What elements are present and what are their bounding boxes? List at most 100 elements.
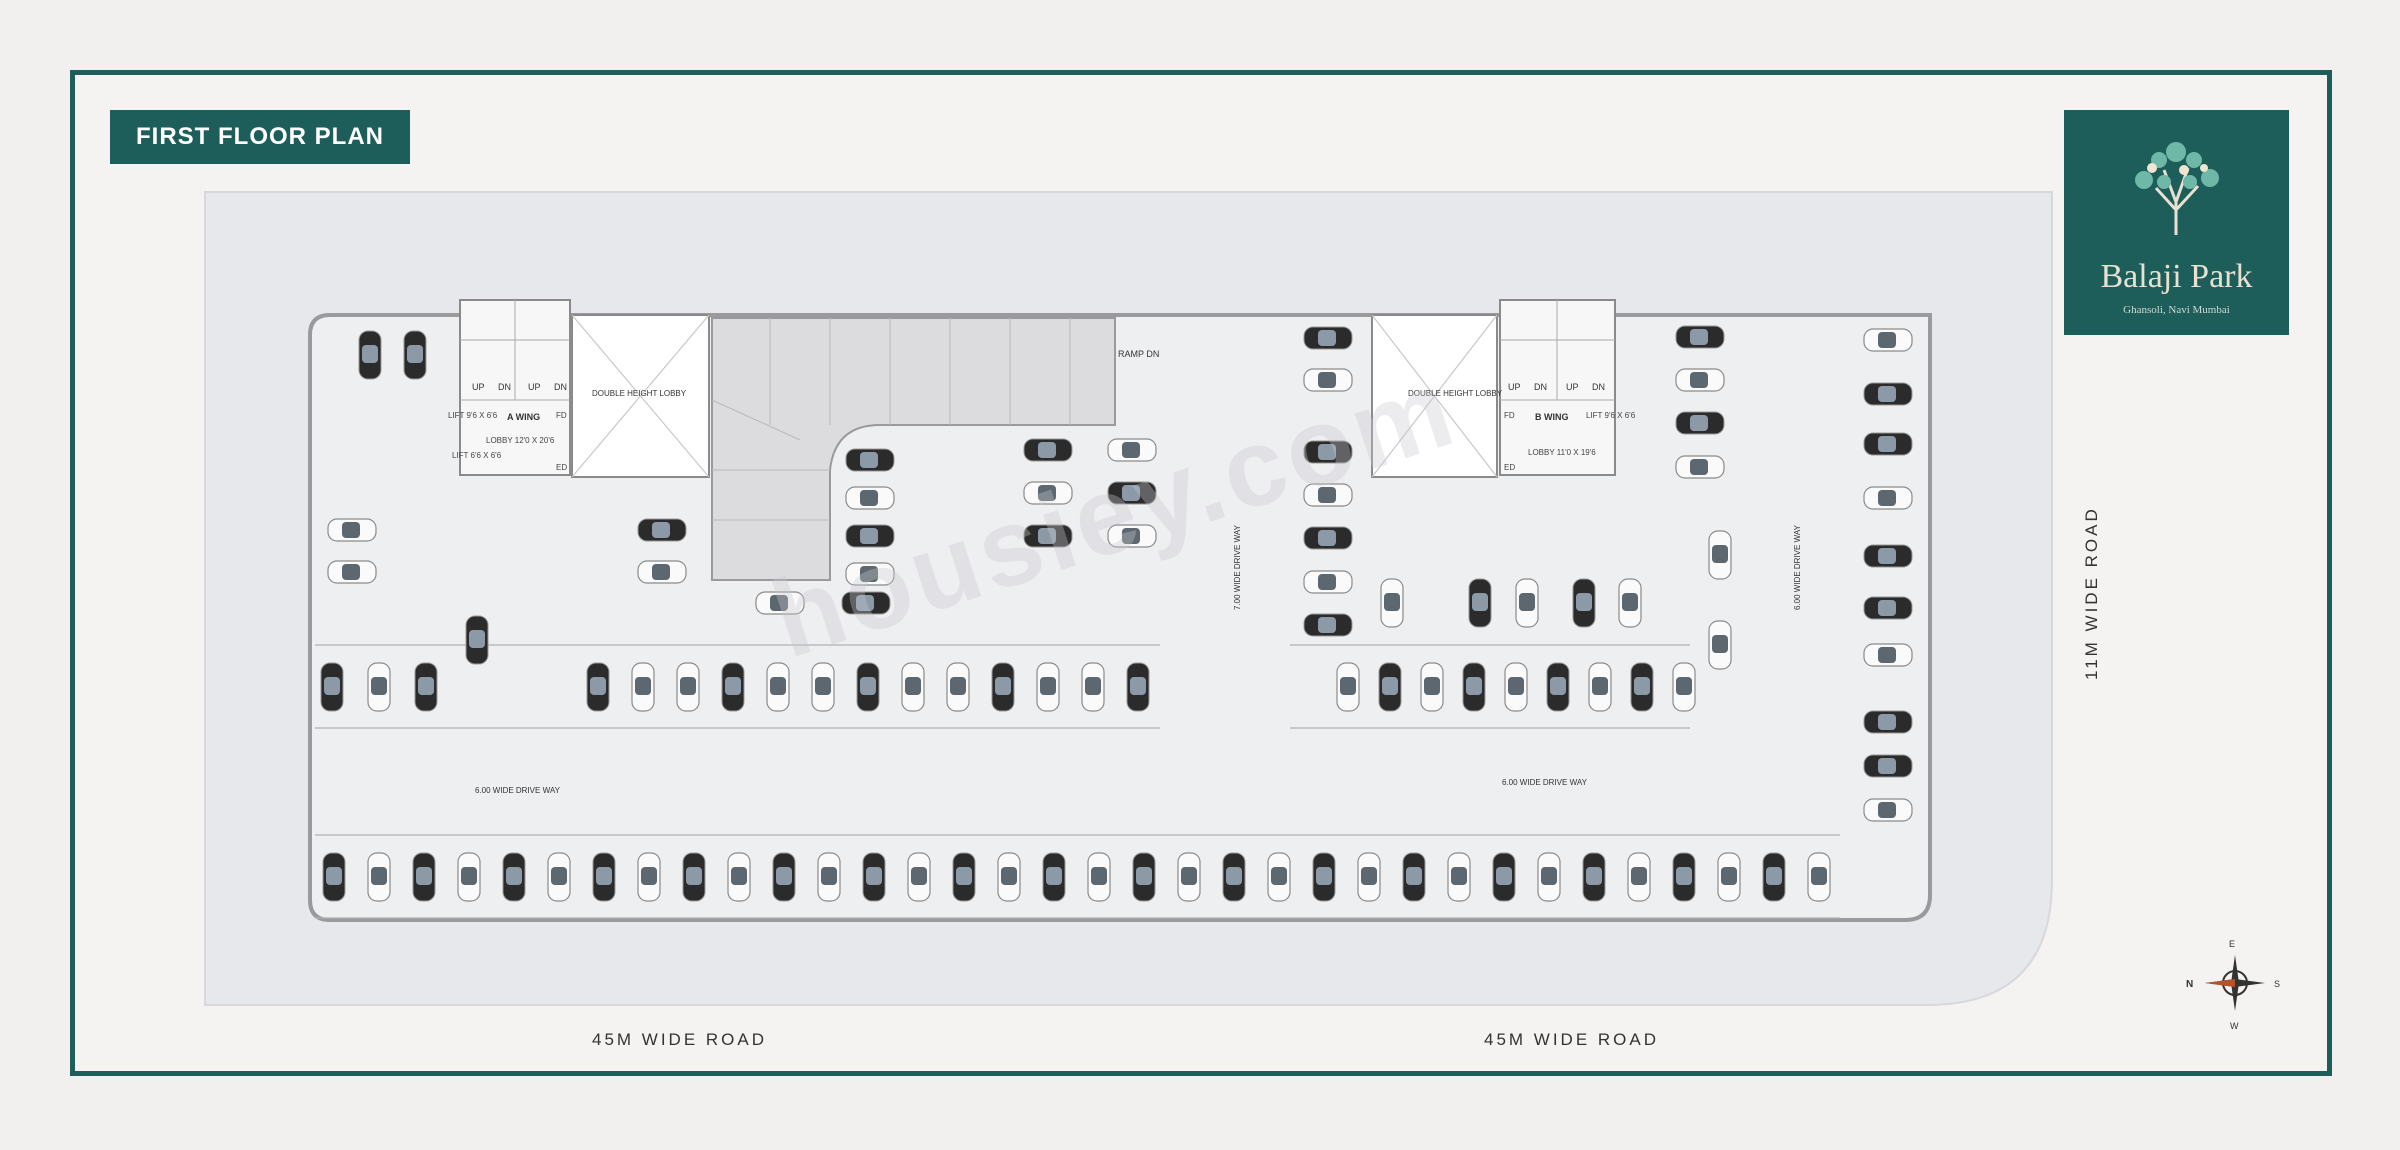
parked-car	[1863, 754, 1913, 778]
parked-car	[727, 852, 751, 902]
parked-car	[1537, 852, 1561, 902]
parked-car	[1126, 662, 1150, 712]
brand-location: Ghansoli, Navi Mumbai	[2123, 304, 2230, 316]
road-label-right: 11M WIDE ROAD	[2082, 506, 2101, 680]
parked-car	[1675, 411, 1725, 435]
parked-car	[845, 448, 895, 472]
parked-car	[1582, 852, 1606, 902]
parked-car	[1303, 526, 1353, 550]
parked-car	[1303, 326, 1353, 350]
parked-car	[676, 662, 700, 712]
svg-text:E: E	[2229, 939, 2235, 949]
parked-car	[586, 662, 610, 712]
a-double-lobby-label: DOUBLE HEIGHT LOBBY	[592, 389, 687, 398]
brand-logo: Balaji Park Ghansoli, Navi Mumbai	[2064, 110, 2289, 335]
parked-car	[322, 852, 346, 902]
svg-text:S: S	[2274, 979, 2280, 989]
parked-car	[1312, 852, 1336, 902]
parked-car	[637, 518, 687, 542]
parked-car	[907, 852, 931, 902]
parked-car	[1402, 852, 1426, 902]
parked-car	[412, 852, 436, 902]
b-wing-lift-big: LIFT 9'6 X 6'6	[1586, 411, 1636, 420]
parked-car	[772, 852, 796, 902]
svg-text:UP: UP	[528, 382, 541, 392]
parked-car	[946, 662, 970, 712]
parked-car	[1420, 662, 1444, 712]
drive-bottom-right-label: 6.00 WIDE DRIVE WAY	[1502, 778, 1588, 787]
parked-car	[1863, 643, 1913, 667]
parked-car	[862, 852, 886, 902]
svg-text:UP: UP	[472, 382, 485, 392]
svg-text:FD: FD	[1504, 411, 1515, 420]
parked-car	[1672, 662, 1696, 712]
svg-text:FD: FD	[556, 411, 567, 420]
svg-text:DN: DN	[1592, 382, 1605, 392]
a-wing-lift-small: LIFT 6'6 X 6'6	[452, 451, 502, 460]
parked-car	[1515, 578, 1539, 628]
parked-car	[367, 662, 391, 712]
drive-bottom-left-label: 6.00 WIDE DRIVE WAY	[475, 786, 561, 795]
a-wing-lobby: LOBBY 12'0 X 20'6	[486, 436, 555, 445]
parked-car	[1504, 662, 1528, 712]
tree-icon	[2135, 142, 2219, 235]
parked-car	[1863, 710, 1913, 734]
b-double-lobby-label: DOUBLE HEIGHT LOBBY	[1408, 389, 1503, 398]
parked-car	[1378, 662, 1402, 712]
parked-car	[817, 852, 841, 902]
svg-text:DN: DN	[1534, 382, 1547, 392]
parked-car	[1267, 852, 1291, 902]
parked-car	[1042, 852, 1066, 902]
parked-car	[1036, 662, 1060, 712]
drive-center-label: 7.00 WIDE DRIVE WAY	[1233, 524, 1242, 610]
parked-car	[1863, 486, 1913, 510]
parked-car	[1863, 432, 1913, 456]
drive-right-label: 6.00 WIDE DRIVE WAY	[1793, 524, 1802, 610]
parked-car	[1546, 662, 1570, 712]
parked-car	[1492, 852, 1516, 902]
parked-car	[327, 518, 377, 542]
svg-text:N: N	[2186, 979, 2193, 990]
parked-car	[367, 852, 391, 902]
parked-car	[1708, 620, 1732, 670]
parked-car	[1675, 455, 1725, 479]
parked-car	[766, 662, 790, 712]
parked-car	[1357, 852, 1381, 902]
parked-car	[1468, 578, 1492, 628]
parked-car	[592, 852, 616, 902]
parked-car	[414, 662, 438, 712]
parked-car	[1618, 578, 1642, 628]
parked-car	[1863, 596, 1913, 620]
parked-car	[637, 560, 687, 584]
parked-car	[1627, 852, 1651, 902]
parked-car	[1447, 852, 1471, 902]
svg-text:ED: ED	[1504, 463, 1515, 472]
parked-car	[465, 615, 489, 665]
parked-car	[637, 852, 661, 902]
parked-car	[1336, 662, 1360, 712]
b-wing-label: B WING	[1535, 412, 1569, 422]
parked-car	[1672, 852, 1696, 902]
parked-car	[327, 560, 377, 584]
svg-text:ED: ED	[556, 463, 567, 472]
parked-car	[1708, 530, 1732, 580]
parked-car	[1023, 438, 1073, 462]
parked-car	[1675, 325, 1725, 349]
parked-car	[547, 852, 571, 902]
parked-car	[358, 330, 382, 380]
parked-car	[1863, 798, 1913, 822]
parked-car	[1380, 578, 1404, 628]
parked-car	[1762, 852, 1786, 902]
parked-car	[997, 852, 1021, 902]
parked-car	[1863, 328, 1913, 352]
parked-car	[631, 662, 655, 712]
svg-text:UP: UP	[1566, 382, 1579, 392]
a-wing-lift-big: LIFT 9'6 X 6'6	[448, 411, 498, 420]
parked-car	[1717, 852, 1741, 902]
svg-text:UP: UP	[1508, 382, 1521, 392]
parked-car	[1675, 368, 1725, 392]
parked-car	[721, 662, 745, 712]
parked-car	[1572, 578, 1596, 628]
parked-car	[1081, 662, 1105, 712]
